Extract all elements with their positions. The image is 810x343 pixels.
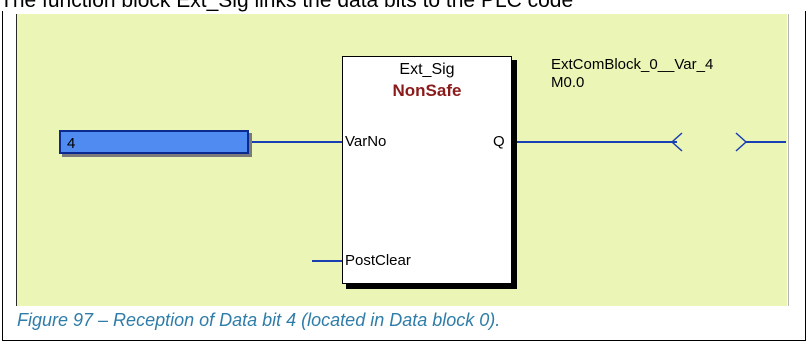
function-block-shadow xyxy=(346,284,517,289)
wire-input-to-varno xyxy=(252,141,342,143)
coil-left-bracket xyxy=(670,132,683,152)
varno-input-field[interactable]: 4 xyxy=(59,130,249,154)
function-block-shadow xyxy=(512,60,517,288)
function-block-type: NonSafe xyxy=(392,81,462,100)
pin-postclear: PostClear xyxy=(345,252,411,269)
wire-postclear xyxy=(312,260,342,262)
wire-q-to-coil xyxy=(517,141,677,143)
function-block-name: Ext_Sig xyxy=(399,61,455,78)
coil-right-bracket xyxy=(735,132,748,152)
output-variable-address: M0.0 xyxy=(551,74,585,91)
figure-caption: Figure 97 – Reception of Data bit 4 (loc… xyxy=(17,310,501,330)
wire-coil-to-rail xyxy=(746,141,786,143)
output-coil-icon[interactable] xyxy=(668,127,752,157)
intro-text: The function block Ext_Sig links the dat… xyxy=(0,0,574,12)
output-variable-name: ExtComBlock_0__Var_4 xyxy=(551,56,714,73)
output-variable-label[interactable]: ExtComBlock_0__Var_4 M0.0 xyxy=(551,56,713,92)
pin-varno: VarNo xyxy=(345,133,387,150)
figure-frame xyxy=(2,11,806,341)
ladder-right-rail xyxy=(788,14,789,306)
ext-sig-function-block[interactable]: Ext_Sig NonSafe VarNo Q PostClear xyxy=(342,56,512,284)
pin-q: Q xyxy=(493,133,505,150)
varno-input-value: 4 xyxy=(67,135,76,152)
